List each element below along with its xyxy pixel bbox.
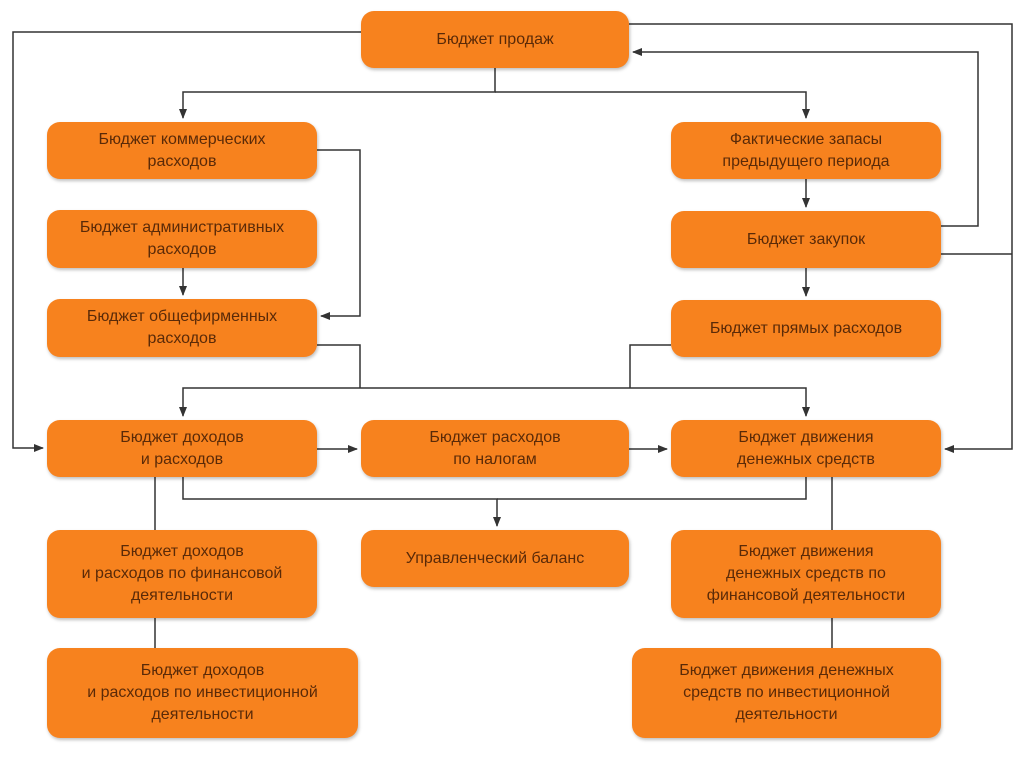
connector-sales-to-commercial [179, 68, 496, 119]
node-label: Бюджет движения денежных средств [737, 428, 875, 468]
connector-cashflow-to-balance [497, 477, 807, 500]
node-sales-budget: Бюджет продаж [361, 11, 629, 68]
node-label: Фактические запасы предыдущего периода [722, 130, 890, 170]
node-label: Бюджет прямых расходов [709, 319, 903, 337]
node-label: Бюджет движения денежных средств по инве… [679, 662, 894, 723]
node-income-expenses-investment-budget: Бюджет доходов и расходов по инвестицион… [47, 648, 358, 738]
node-direct-expenses-budget: Бюджет прямых расходов [671, 300, 941, 357]
connector-sales-to-stock [495, 91, 810, 119]
node-cashflow-financial-budget: Бюджет движения денежных средств по фина… [671, 530, 941, 618]
node-label: Бюджет движения денежных средств по фина… [706, 543, 906, 604]
connector-income-to-balance [182, 477, 501, 527]
node-label: Бюджет доходов и расходов по инвестицион… [87, 662, 318, 723]
node-purchases-budget: Бюджет закупок [671, 211, 941, 268]
node-corporate-expenses-budget: Бюджет общефирменных расходов [47, 299, 317, 357]
connector-sales-to-cashflow [629, 23, 1013, 453]
node-previous-period-stock: Фактические запасы предыдущего периода [671, 122, 941, 179]
connector-purchases-to-sales [632, 48, 979, 227]
node-management-balance: Управленческий баланс [361, 530, 629, 587]
node-income-expenses-budget: Бюджет доходов и расходов [47, 420, 317, 477]
node-administrative-expenses-budget: Бюджет административных расходов [47, 210, 317, 268]
node-label: Бюджет закупок [746, 230, 866, 248]
connector-direct-to-merge [629, 344, 671, 388]
node-commercial-expenses-budget: Бюджет коммерческих расходов [47, 122, 317, 179]
node-cashflow-investment-budget: Бюджет движения денежных средств по инве… [632, 648, 941, 738]
node-label: Бюджет коммерческих расходов [98, 130, 266, 170]
node-label: Бюджет доходов и расходов по финансовой … [81, 543, 283, 604]
connector-corporate-to-merge [317, 344, 361, 388]
node-label: Бюджет общефирменных расходов [86, 308, 278, 347]
node-label: Бюджет доходов и расходов [120, 428, 244, 468]
node-tax-expenses-budget: Бюджет расходов по налогам [361, 420, 629, 477]
node-label: Бюджет расходов по налогам [429, 428, 561, 468]
connector-sales-to-income [12, 31, 361, 452]
connector-merge-to-income [179, 387, 630, 417]
node-cashflow-budget: Бюджет движения денежных средств [671, 420, 941, 477]
node-label: Бюджет продаж [436, 30, 554, 48]
node-label: Управленческий баланс [405, 549, 585, 567]
connector-commercial-to-corporate [317, 149, 361, 320]
node-income-expenses-financial-budget: Бюджет доходов и расходов по финансовой … [47, 530, 317, 618]
connector-merge-to-cashflow [630, 387, 810, 417]
node-label: Бюджет административных расходов [79, 219, 285, 258]
